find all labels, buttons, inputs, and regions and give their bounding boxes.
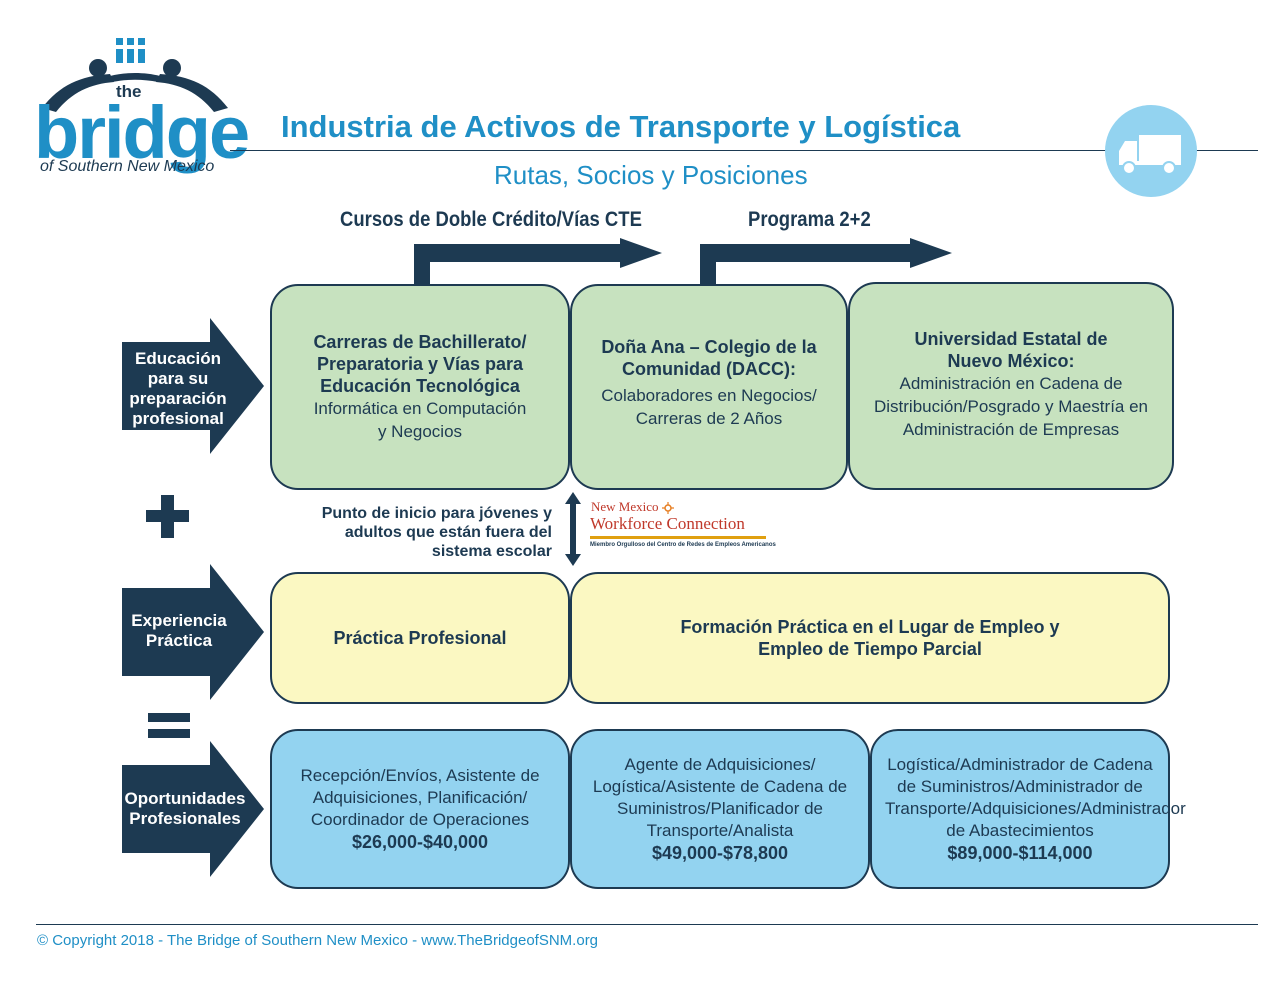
- dual-credit-label: Cursos de Doble Crédito/Vías CTE: [340, 208, 642, 231]
- page-subtitle: Rutas, Socios y Posiciones: [494, 160, 808, 190]
- career-box-entry: Recepción/Envíos, Asistente de Adquisici…: [270, 729, 570, 889]
- partner-underline: [590, 536, 766, 539]
- career-box-mid: Agente de Adquisiciones/ Logística/Asist…: [570, 729, 870, 889]
- career-box-salary: $26,000-$40,000: [351, 832, 489, 852]
- partner-line2: Workforce Connection: [590, 514, 745, 533]
- career-box-salary: $89,000-$114,000: [947, 843, 1093, 863]
- education-box-highschool: Carreras de Bachillerato/ Preparatoria y…: [270, 284, 570, 490]
- experience-arrow: [122, 564, 264, 700]
- logo-wordmark: bridge: [34, 91, 250, 174]
- start-point-text: Punto de inicio para jóvenes y adultos q…: [321, 505, 552, 560]
- equals-icon-bottom: [148, 729, 190, 738]
- education-box-title: Universidad Estatal de Nuevo México:: [914, 329, 1108, 371]
- logo: the bridge of Southern New Mexico: [30, 30, 250, 180]
- logo-the: the: [116, 82, 142, 101]
- education-box-title: Doña Ana – Colegio de la Comunidad (DACC…: [601, 337, 817, 379]
- education-box-body: Colaboradores en Negocios/ Carreras de 2…: [601, 386, 817, 428]
- footer-divider: [36, 924, 1258, 925]
- equals-icon-top: [148, 713, 190, 722]
- experience-box-internship: Práctica Profesional: [270, 572, 570, 704]
- footer-copyright: © Copyright 2018 - The Bridge of Souther…: [37, 932, 599, 949]
- zia-sun-icon: [662, 502, 674, 514]
- education-box-nmsu: Universidad Estatal de Nuevo México: Adm…: [848, 282, 1174, 490]
- education-arrow: [122, 318, 264, 454]
- education-box-title: Carreras de Bachillerato/ Preparatoria y…: [313, 332, 527, 396]
- opportunities-arrow: [122, 741, 264, 877]
- header-divider: [230, 150, 1258, 151]
- partner-tagline: Miembro Orgulloso del Centro de Redes de…: [590, 542, 776, 548]
- opportunities-label: Oportunidades Profesionales: [124, 789, 246, 828]
- logo-subtitle: of Southern New Mexico: [40, 158, 215, 175]
- education-box-body: Administración en Cadena de Distribución…: [873, 374, 1149, 439]
- truck-badge: [1105, 105, 1197, 197]
- career-box-roles: Recepción/Envíos, Asistente de Adquisici…: [300, 766, 540, 829]
- education-box-dacc: Doña Ana – Colegio de la Comunidad (DACC…: [570, 284, 848, 490]
- two-plus-two-arrow: [700, 238, 952, 288]
- experience-label: Experiencia Práctica: [131, 611, 227, 650]
- pathway-arrows: [414, 238, 952, 288]
- truck-icon: [1119, 135, 1181, 175]
- two-plus-two-label: Programa 2+2: [748, 208, 871, 231]
- bridge-people-icon: [42, 38, 228, 112]
- partner-line1: New Mexico: [591, 499, 659, 514]
- page-title: Industria de Activos de Transporte y Log…: [281, 109, 961, 144]
- double-arrow-icon: [565, 492, 581, 566]
- plus-icon-v: [161, 495, 174, 538]
- experience-box-title: Formación Práctica en el Lugar de Empleo…: [680, 617, 1060, 659]
- education-label: Educación para su preparación profesiona…: [129, 349, 227, 428]
- career-box-salary: $49,000-$78,800: [651, 843, 789, 863]
- dual-credit-arrow: [414, 238, 662, 288]
- career-box-senior: Logística/Administrador de Cadena de Sum…: [870, 729, 1186, 889]
- experience-box-onsite: Formación Práctica en el Lugar de Empleo…: [570, 572, 1170, 704]
- career-box-roles: Logística/Administrador de Cadena de Sum…: [885, 755, 1186, 840]
- education-box-body: Informática en Computación y Negocios: [313, 399, 527, 441]
- experience-box-title: Práctica Profesional: [333, 628, 507, 648]
- partner-logo: New Mexico Workforce Connection Miembro …: [590, 499, 780, 557]
- career-box-roles: Agente de Adquisiciones/ Logística/Asist…: [592, 755, 848, 840]
